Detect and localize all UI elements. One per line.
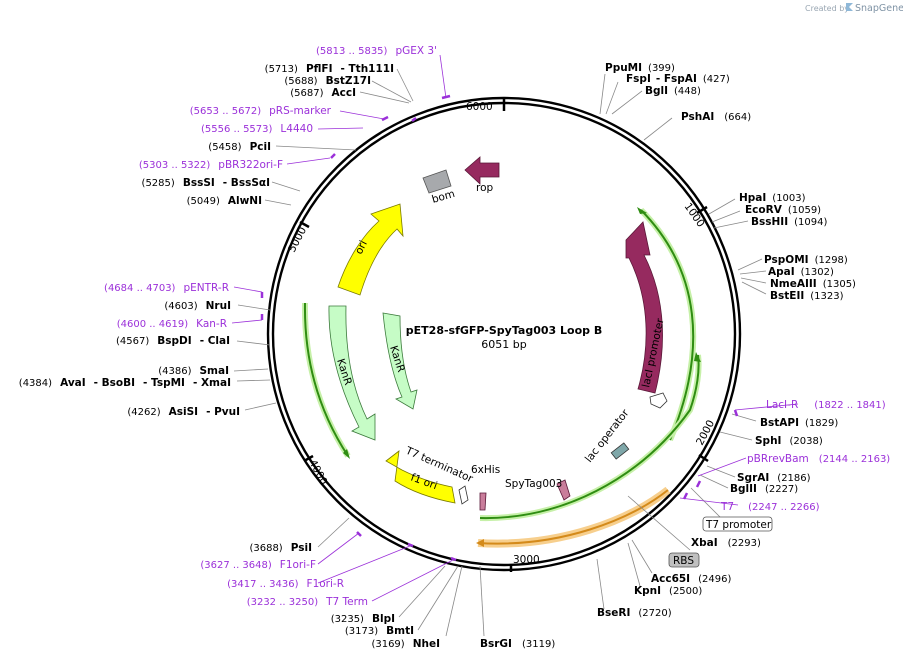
leader-lines <box>233 68 767 637</box>
site-bsrgi[interactable]: BsrGI(3119) <box>480 638 555 650</box>
primer-lines <box>231 54 799 602</box>
primer-l4440[interactable]: (5556 .. 5573)L4440 <box>201 123 313 135</box>
primer-f1ori-f[interactable]: (3627 .. 3648)F1ori-F <box>200 559 316 571</box>
f1-ori-feature <box>385 450 456 504</box>
ticks <box>299 98 709 572</box>
site-nrui[interactable]: (4603)NruI <box>164 300 231 312</box>
site-bmti[interactable]: (3173)BmtI <box>345 625 414 637</box>
lac-operator-feature <box>610 442 630 460</box>
watermark-app: SnapGene <box>855 3 903 14</box>
site-bglii[interactable]: BglII(2227) <box>730 483 798 495</box>
site-hpai[interactable]: HpaI(1003) <box>739 192 806 204</box>
site-bseri[interactable]: BseRI(2720) <box>597 607 672 619</box>
kanr-feature-2 <box>382 312 418 410</box>
site-ecorv[interactable]: EcoRV(1059) <box>745 204 821 216</box>
site-bstapi[interactable]: BstAPI(1829) <box>760 417 838 429</box>
site-sgrai[interactable]: SgrAI(2186) <box>737 472 811 484</box>
site-pshai[interactable]: PshAI(664) <box>681 111 751 123</box>
site-bsshii[interactable]: BssHII(1094) <box>751 216 827 228</box>
site-bspdi[interactable]: (4567)BspDI- ClaI <box>116 335 230 347</box>
tick-6000: 6000 <box>466 101 493 113</box>
site-alwni[interactable]: (5049)AlwNI <box>187 195 262 207</box>
primer-laci-r[interactable]: LacI-R(1822 .. 1841) <box>766 399 886 411</box>
site-kpni[interactable]: KpnI(2500) <box>634 585 702 597</box>
ori-label: ori <box>353 239 370 257</box>
spytag-feature <box>556 479 571 501</box>
primer-f1ori-r[interactable]: (3417 .. 3436)F1ori-R <box>227 578 344 590</box>
site-nhei[interactable]: (3169)NheI <box>371 638 440 650</box>
kanr-label-1: KanR <box>334 357 354 386</box>
orf-arrow-left <box>343 449 350 459</box>
primer-marks <box>260 94 739 562</box>
primer-t7term[interactable]: (3232 .. 3250)T7 Term <box>247 596 368 608</box>
site-ppumi[interactable]: PpuMI(399) <box>605 62 675 74</box>
site-asisi[interactable]: (4262)AsiSI- PvuI <box>127 406 240 418</box>
site-pcii[interactable]: (5458)PciI <box>208 141 271 153</box>
site-apai[interactable]: ApaI(1302) <box>768 266 834 278</box>
t7-promoter-label: T7 promoter <box>705 519 772 531</box>
primer-kanr[interactable]: (4600 .. 4619)Kan-R <box>117 318 227 330</box>
snapgene-logo-icon <box>846 3 853 11</box>
rbs-label: RBS <box>673 555 694 567</box>
plasmid-length: 6051 bp <box>481 338 526 351</box>
orf-arrow-inner <box>694 352 701 362</box>
ori-feature <box>337 203 404 296</box>
rop-feature <box>464 156 500 185</box>
site-bgli[interactable]: BglI(448) <box>645 85 701 97</box>
site-sphi[interactable]: SphI(2038) <box>755 435 823 447</box>
primer-prs[interactable]: (5653 .. 5672)pRS-marker <box>190 105 332 117</box>
site-nmeaiii[interactable]: NmeAIII(1305) <box>770 278 856 290</box>
laci-feature <box>625 221 663 394</box>
site-bsssi[interactable]: (5285)BssSI- BssSαI <box>142 177 270 189</box>
site-xbai[interactable]: XbaI(2293) <box>691 537 761 549</box>
site-smai[interactable]: (4386)SmaI <box>158 365 229 377</box>
lac-operator-label: lac operator <box>583 407 632 465</box>
primer-pbrrev[interactable]: pBRrevBam(2144 .. 2163) <box>747 453 890 465</box>
kanr-feature-1 <box>328 305 376 441</box>
site-pflfi[interactable]: (5713)PflFI- Tth111I <box>265 63 394 75</box>
site-bsteii[interactable]: BstEII(1323) <box>770 290 844 302</box>
laci-label: lacI <box>659 295 673 315</box>
t7-promoter-box[interactable] <box>702 516 773 532</box>
primer-t7[interactable]: T7(2247 .. 2266) <box>720 501 820 513</box>
primer-pgex3[interactable]: (5813 .. 5835)pGEX 3' <box>316 45 437 57</box>
site-fspi[interactable]: FspI- FspAI(427) <box>626 73 730 85</box>
site-acci[interactable]: (5687)AccI <box>290 87 356 99</box>
laci-promoter-label: lacI promoter <box>640 317 666 389</box>
tick-5000: 5000 <box>286 225 309 254</box>
primer-pentr[interactable]: (4684 .. 4703)pENTR-R <box>104 282 229 294</box>
rop-label: rop <box>476 182 494 194</box>
his-feature <box>479 492 487 511</box>
site-pspomi[interactable]: PspOMI(1298) <box>764 254 848 266</box>
watermark-created-by: Created by <box>805 4 849 13</box>
site-psii[interactable]: (3688)PsiI <box>249 542 312 554</box>
site-avai[interactable]: (4384)AvaI- BsoBI- TspMI- XmaI <box>19 377 231 389</box>
laci-promoter-feature <box>649 392 668 409</box>
rbs-box[interactable] <box>668 552 700 568</box>
his-label: 6xHis <box>471 464 500 476</box>
tick-3000: 3000 <box>513 554 540 566</box>
bom-feature <box>422 169 452 194</box>
site-bstz17i[interactable]: (5688)BstZ17I <box>284 75 371 87</box>
site-acc65i[interactable]: Acc65I(2496) <box>651 573 731 585</box>
t7-terminator-feature <box>458 485 469 505</box>
orange-arrow <box>476 539 484 547</box>
site-blpi[interactable]: (3235)BlpI <box>331 613 395 625</box>
plasmid-name: pET28-sfGFP-SpyTag003 Loop B <box>406 324 602 337</box>
spytag-label: SpyTag003 <box>505 478 562 490</box>
tick-4000: 4000 <box>306 458 329 487</box>
primer-pbr322[interactable]: (5303 .. 5322)pBR322ori-F <box>139 159 283 171</box>
orf-arrow-right <box>637 207 647 214</box>
